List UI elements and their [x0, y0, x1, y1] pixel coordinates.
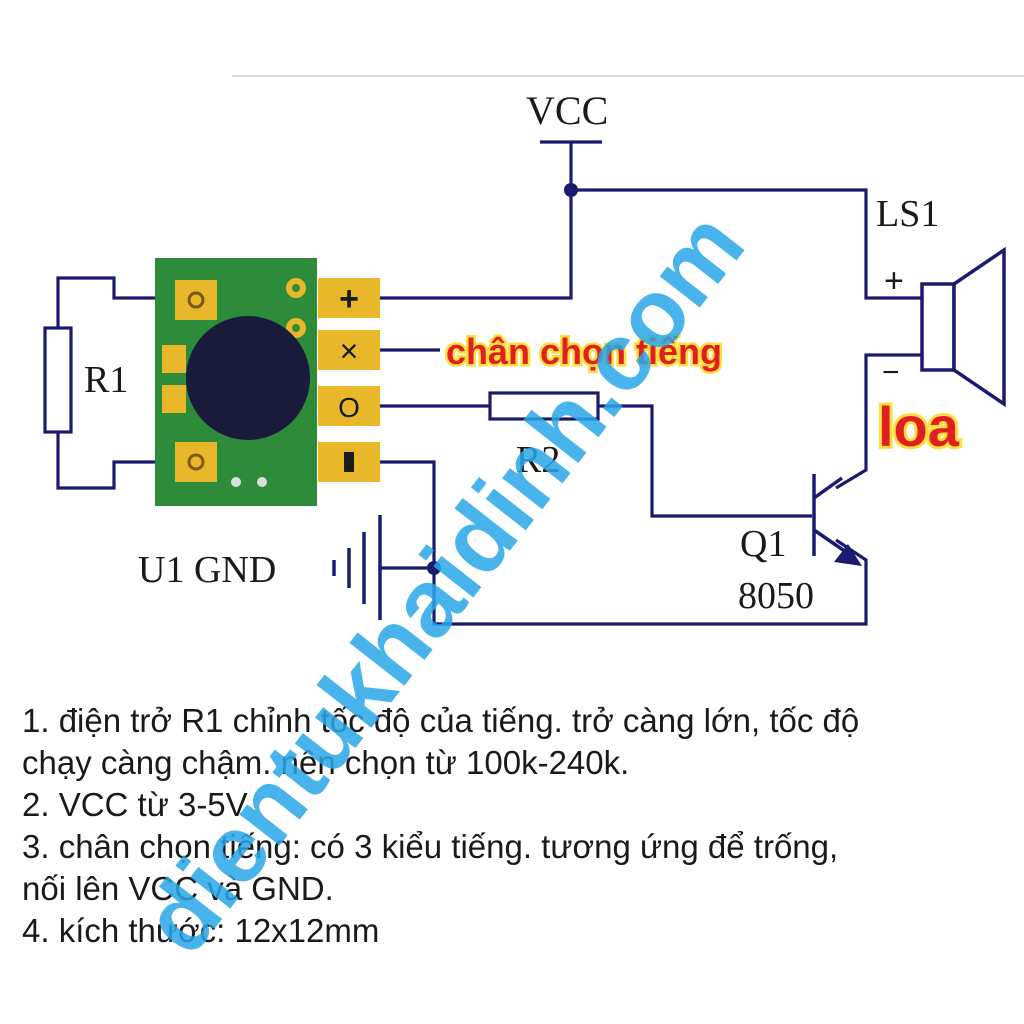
label-r1: R1 — [84, 359, 128, 401]
junction-vcc — [564, 183, 578, 197]
label-vcc: VCC — [526, 88, 608, 133]
wire-emitter-gnd — [432, 538, 868, 626]
pin-pad-minus — [318, 442, 380, 482]
callout-speaker: loa — [878, 395, 960, 458]
wire-minus-gnd — [380, 460, 436, 568]
resistor-r2 — [488, 391, 600, 421]
ic-epoxy-blob — [186, 316, 310, 440]
note-line-2: chạy càng chậm. nên chọn từ 100k-240k. — [22, 744, 630, 781]
note-line-5: nối lên VCC và GND. — [22, 870, 334, 907]
ground-symbol — [332, 515, 382, 620]
pin-out-label: O — [338, 392, 360, 423]
wire-r1-bottom — [56, 432, 198, 490]
note-line-6: 4. kích thước: 12x12mm — [22, 912, 380, 949]
pin-pad-plus: + — [318, 278, 380, 318]
wire-vcc-speaker — [571, 188, 922, 300]
pin-plus-label: + — [339, 280, 359, 318]
junction-gnd — [427, 561, 441, 575]
label-ic-gnd: U1 GND — [138, 549, 276, 591]
pcb-pads — [162, 278, 306, 487]
pin-pad-out: O — [318, 386, 380, 426]
wire-r1-top — [56, 276, 198, 328]
label-r2: R2 — [516, 439, 560, 481]
label-transistor-part: 8050 — [738, 575, 814, 617]
wire-r2-base — [598, 404, 812, 518]
resistor-r1 — [43, 326, 73, 434]
note-line-3: 2. VCC từ 3-5V — [22, 786, 248, 823]
wire-speaker-collector — [835, 353, 922, 490]
note-line-1: 1. điện trở R1 chỉnh tốc độ của tiếng. t… — [22, 702, 860, 739]
pin-pad-select: × — [318, 330, 380, 370]
callout-select-pin: chân chọn tiếng — [446, 331, 722, 372]
pin-select-label: × — [340, 333, 359, 369]
note-line-4: 3. chân chọn tiếng: có 3 kiểu tiếng. tươ… — [22, 828, 839, 865]
label-speaker-ref: LS1 — [876, 193, 939, 235]
emitter-arrow — [834, 544, 862, 566]
speaker-symbol — [920, 246, 1006, 408]
notes-block: 1. điện trở R1 chỉnh tốc độ của tiếng. t… — [22, 700, 1012, 952]
label-transistor-ref: Q1 — [740, 523, 786, 565]
label-speaker-plus: + — [884, 262, 904, 300]
transistor-q1 — [812, 474, 847, 556]
wire-vcc-plus — [380, 190, 573, 300]
label-speaker-minus: − — [882, 356, 900, 389]
wires — [56, 140, 922, 626]
